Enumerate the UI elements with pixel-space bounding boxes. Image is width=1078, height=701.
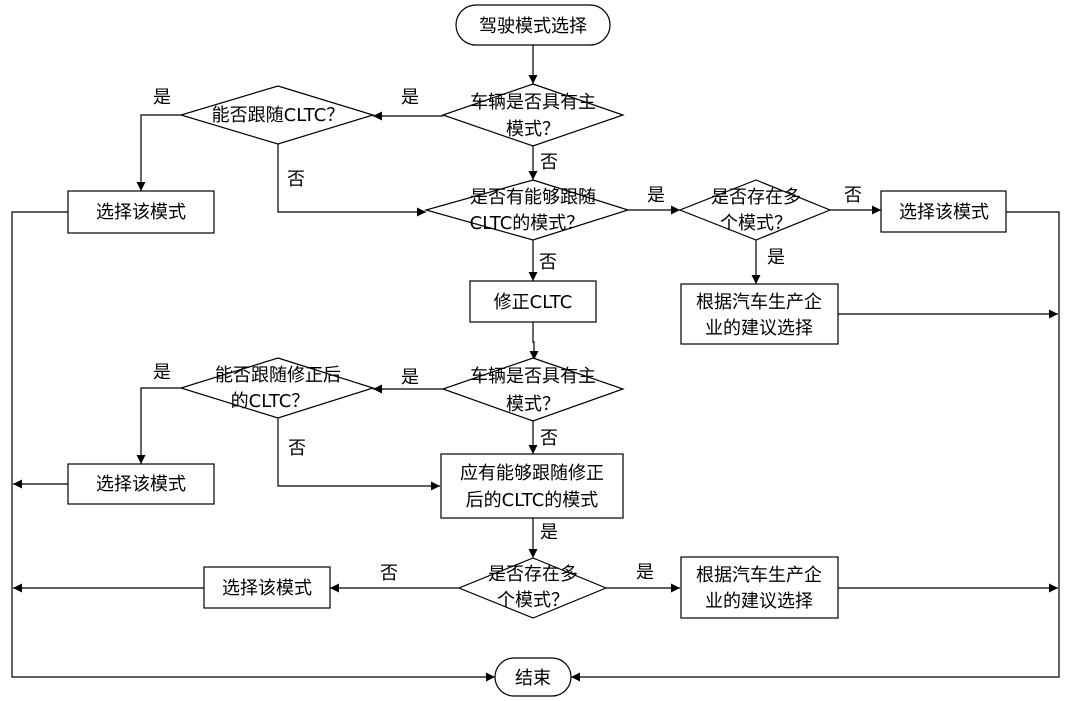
label-yes-any-cltc: 是 [647,185,665,206]
decision-any-cltc-line1: 是否有能够跟随 [470,187,596,208]
decision-multi-1-line1: 是否存在多 [711,187,801,208]
label-yes-follow-cltc: 是 [153,87,171,108]
start-node: 驾驶模式选择 [455,4,611,46]
label-yes-should-follow: 是 [540,522,558,543]
should-follow-fixed-line1: 应有能够跟随修正 [460,463,604,484]
should-follow-fixed-line2: 后的CLTC的模式 [466,490,599,511]
decision-main-mode-2: 车辆是否具有主 模式？ [441,357,625,422]
connectors [11,45,1060,682]
label-no-main-mode-2: 否 [540,428,558,449]
edge-follow-fixed-yes-to-select3 [136,387,181,464]
oem-suggest-2-line2: 业的建议选择 [705,591,813,612]
label-yes-follow-fixed: 是 [153,362,171,383]
decision-main-mode: 车辆是否具有主 模式？ [441,83,625,147]
label-no-main-mode: 否 [540,152,558,173]
label-yes-multi-1: 是 [767,247,785,268]
process-should-follow-fixed: 应有能够跟随修正 后的CLTC的模式 [440,453,624,519]
decision-multi-1-line2: 个模式？ [720,213,792,234]
decision-follow-fixed-cltc: 能否跟随修正后 的CLTC？ [178,357,375,419]
process-oem-suggest-2: 根据汽车生产企 业的建议选择 [680,556,839,619]
label-yes-main-mode: 是 [401,87,419,108]
decision-main-mode-line1: 车辆是否具有主 [470,92,596,113]
edge-labels: 是 是 否 否 是 否 否 是 是 是 否 否 是 否 是 [153,87,862,584]
decision-multi-2-line1: 是否存在多 [488,564,578,585]
decision-follow-fixed-line2: 的CLTC？ [231,391,310,412]
decision-any-cltc-mode: 是否有能够跟随 CLTC的模式？ [423,179,630,241]
edge-follow-no-to-q2 [277,144,426,217]
edge-select2-to-right-rail [571,211,1060,682]
decision-multi-mode-2: 是否存在多 个模式？ [457,557,608,619]
select-mode-1-label: 选择该模式 [96,202,186,223]
process-fix-cltc: 修正CLTC [469,280,597,323]
decision-follow-cltc: 能否跟随CLTC？ [178,85,376,145]
oem-suggest-2-line1: 根据汽车生产企 [696,565,822,586]
process-select-mode-3: 选择该模式 [67,463,215,505]
decision-main-mode-line2: 模式？ [506,119,560,140]
decision-any-cltc-line2: CLTC的模式？ [470,213,585,234]
edge-follow-fixed-no-to-should [277,418,440,491]
label-no-multi-2: 否 [380,563,398,584]
decision-main-mode-2-line1: 车辆是否具有主 [470,366,596,387]
end-label: 结束 [515,668,551,689]
process-oem-suggest-1: 根据汽车生产企 业的建议选择 [680,283,839,345]
label-no-follow-cltc: 否 [287,169,305,190]
decision-multi-2-line2: 个模式？ [497,590,569,611]
process-select-mode-4: 选择该模式 [203,566,331,609]
edge-fix-to-q3 [529,322,539,360]
edge-select1-to-left-rail [11,211,495,682]
fix-cltc-label: 修正CLTC [494,292,573,313]
label-no-multi-1: 否 [844,185,862,206]
start-label: 驾驶模式选择 [479,16,587,37]
oem-suggest-1-line1: 根据汽车生产企 [696,292,822,313]
label-no-any-cltc: 否 [539,252,557,273]
oem-suggest-1-line2: 业的建议选择 [705,318,813,339]
label-yes-multi-2: 是 [636,562,654,583]
decision-follow-cltc-label: 能否跟随CLTC？ [212,105,345,126]
decision-multi-mode-1: 是否存在多 个模式？ [678,179,832,241]
decision-main-mode-2-line2: 模式？ [506,394,560,415]
process-select-mode-2: 选择该模式 [880,190,1007,233]
select-mode-2-label: 选择该模式 [899,202,989,223]
process-select-mode-1: 选择该模式 [67,190,215,234]
select-mode-4-label: 选择该模式 [222,578,312,599]
label-no-follow-fixed: 否 [288,438,306,459]
decision-follow-fixed-line1: 能否跟随修正后 [215,365,341,386]
label-yes-main-mode-2: 是 [401,367,419,388]
edge-follow-yes-to-select1 [136,114,181,191]
select-mode-3-label: 选择该模式 [96,474,186,495]
end-node: 结束 [494,657,572,697]
